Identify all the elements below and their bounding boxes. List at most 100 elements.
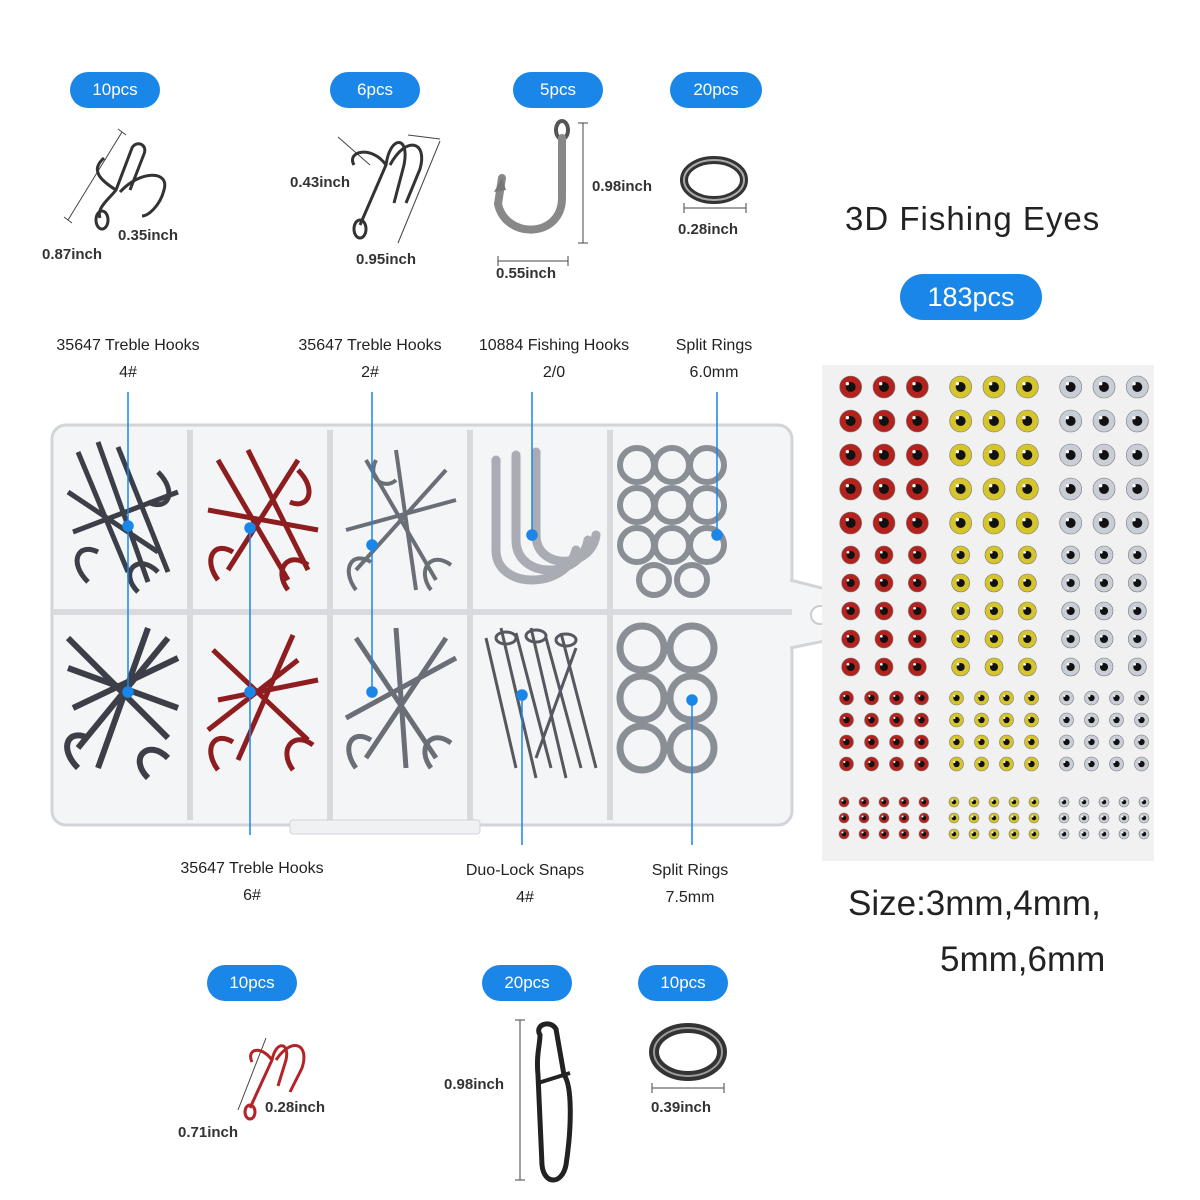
silver-eye-sticker: [1059, 375, 1082, 399]
silver-eye-sticker: [1126, 443, 1149, 467]
label-split-rings-7: Split Rings 7.5mm: [640, 862, 740, 907]
silver-eye-sticker: [1058, 828, 1070, 840]
red-eye-sticker: [874, 573, 894, 593]
yellow-eye-sticker: [1018, 601, 1037, 621]
count-pill-treble-6: 10pcs: [207, 965, 297, 1001]
label-treble-4: 35647 Treble Hooks 4#: [40, 337, 216, 382]
label-name: 35647 Treble Hooks: [180, 860, 324, 877]
red-eye-sticker: [914, 734, 929, 750]
treble-hooks-red-compartment: [207, 448, 319, 592]
treble-hooks-dark-compartment: [66, 441, 179, 594]
silver-eye-sticker: [1094, 601, 1114, 621]
silver-eye-sticker: [1109, 690, 1124, 706]
red-eye-sticker: [872, 409, 896, 433]
yellow-eye-sticker: [999, 734, 1014, 750]
silver-eye-sticker: [1059, 690, 1074, 706]
label-size: 4#: [119, 364, 137, 381]
red-eye-sticker: [858, 812, 870, 824]
duo-lock-snap-illustration: [515, 1019, 573, 1183]
yellow-eye-sticker: [949, 734, 964, 750]
red-eye-sticker: [858, 828, 870, 840]
dim-length: 0.98inch: [444, 1076, 505, 1093]
dim-gap: 0.35inch: [118, 227, 179, 244]
silver-eye-sticker: [1138, 796, 1150, 808]
eyes-size-line-2: 5mm,6mm: [940, 940, 1106, 979]
red-eye-sticker: [889, 734, 904, 750]
silver-eye-sticker: [1126, 409, 1149, 433]
red-eye-sticker: [878, 796, 890, 808]
silver-eye-sticker: [1134, 690, 1149, 706]
red-eye-sticker: [839, 690, 854, 706]
yellow-eye-sticker: [1028, 828, 1040, 840]
red-eye-sticker: [872, 477, 896, 501]
split-ring-small-illustration: [680, 156, 748, 213]
label-name: Split Rings: [651, 862, 729, 879]
silver-eye-sticker: [1098, 812, 1110, 824]
yellow-eye-sticker: [988, 828, 1000, 840]
dim-diameter: 0.28inch: [678, 221, 739, 238]
red-eye-sticker: [898, 796, 910, 808]
yellow-eye-sticker: [974, 712, 989, 728]
split-rings-6mm-compartment: [617, 445, 727, 598]
red-eye-sticker: [889, 690, 904, 706]
silver-eye-sticker: [1128, 657, 1147, 677]
duo-lock-snaps-compartment: [484, 627, 598, 779]
silver-eye-sticker: [1061, 573, 1080, 593]
count-pill-treble-4: 10pcs: [70, 72, 160, 108]
yellow-eye-sticker: [984, 657, 1004, 677]
label-size: 6#: [243, 887, 261, 904]
yellow-eye-sticker: [1018, 573, 1037, 593]
silver-eye-sticker: [1094, 657, 1114, 677]
red-eye-sticker: [839, 375, 862, 399]
silver-eye-sticker: [1128, 545, 1147, 565]
silver-eye-sticker: [1118, 828, 1130, 840]
count-pill-split-ring-small: 20pcs: [670, 72, 762, 108]
dim-length: 0.98inch: [592, 178, 653, 195]
red-eye-sticker: [839, 756, 854, 772]
silver-eye-sticker: [1059, 409, 1082, 433]
silver-eye-sticker: [1058, 796, 1070, 808]
silver-eye-sticker: [1061, 629, 1080, 649]
red-eye-sticker: [839, 734, 854, 750]
yellow-eye-sticker: [1008, 828, 1020, 840]
yellow-eye-sticker: [1024, 734, 1039, 750]
red-eye-sticker: [889, 712, 904, 728]
treble-hooks-red-compartment: [206, 633, 319, 772]
label-treble-2: 35647 Treble Hooks 2#: [284, 337, 456, 382]
red-eye-sticker: [906, 409, 929, 433]
yellow-eye-sticker: [948, 812, 960, 824]
yellow-eye-sticker: [1018, 545, 1037, 565]
yellow-eye-sticker: [968, 828, 980, 840]
silver-eye-sticker: [1084, 734, 1099, 750]
count-pill-treble-2: 6pcs: [330, 72, 420, 108]
red-eye-sticker: [889, 756, 904, 772]
yellow-eye-sticker: [949, 477, 972, 501]
silver-eye-sticker: [1084, 756, 1099, 772]
silver-eye-sticker: [1094, 573, 1114, 593]
label-size: 2/0: [542, 364, 566, 381]
yellow-eye-sticker: [1008, 796, 1020, 808]
silver-eye-sticker: [1118, 812, 1130, 824]
red-eye-sticker: [841, 545, 860, 565]
red-eye-sticker: [838, 796, 850, 808]
yellow-eye-sticker: [951, 657, 970, 677]
yellow-eye-sticker: [984, 573, 1004, 593]
silver-eye-sticker: [1109, 756, 1124, 772]
silver-eye-sticker: [1092, 511, 1116, 535]
treble-hook-6-illustration: [237, 1037, 306, 1121]
label-size: 6.0mm: [689, 364, 739, 381]
yellow-eye-sticker: [949, 511, 972, 535]
silver-eye-sticker: [1126, 375, 1149, 399]
silver-eye-sticker: [1109, 712, 1124, 728]
red-eye-sticker: [864, 734, 879, 750]
red-eye-sticker: [914, 712, 929, 728]
silver-eye-sticker: [1059, 734, 1074, 750]
dim-gap: 0.43inch: [290, 174, 351, 191]
yellow-eye-sticker: [984, 629, 1004, 649]
dim-length: 0.95inch: [356, 251, 417, 268]
yellow-eye-sticker: [951, 545, 970, 565]
label-size: 4#: [516, 889, 534, 906]
silver-eye-sticker: [1058, 812, 1070, 824]
treble-hooks-silver-compartment: [344, 627, 458, 770]
dim-length: 0.71inch: [178, 1124, 239, 1141]
